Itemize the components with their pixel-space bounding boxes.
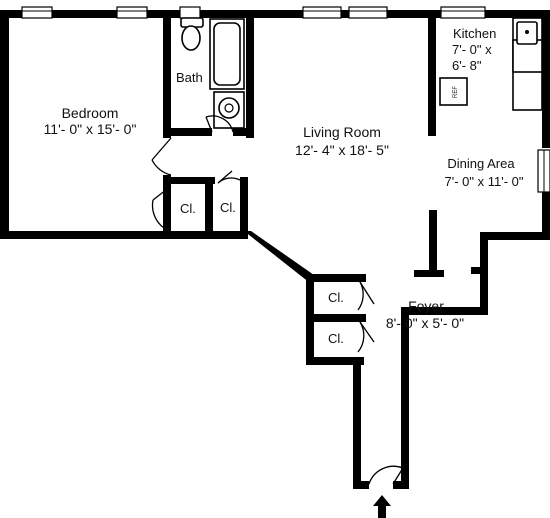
living-room-dimensions: 12'- 4" x 18'- 5" — [295, 142, 389, 158]
kitchen-dimensions-line1: 7'- 0" x — [452, 42, 492, 57]
kitchen-dimensions-line2: 6'- 8" — [452, 58, 482, 73]
toilet-icon — [180, 17, 204, 51]
bedroom-dimensions: 11'- 0" x 15'- 0" — [44, 121, 137, 137]
sink-icon — [213, 91, 245, 129]
foyer-label: Foyer — [408, 298, 444, 314]
closet-label: Cl. — [220, 200, 236, 215]
kitchen-label: Kitchen — [453, 26, 496, 41]
sink-icon — [516, 21, 538, 45]
window-icon — [21, 6, 550, 193]
walls — [0, 10, 550, 489]
dining-area-dimensions: 7'- 0" x 11'- 0" — [445, 174, 524, 189]
bathtub-icon — [209, 18, 245, 90]
living-room-label: Living Room — [303, 124, 381, 140]
closet-label: Cl. — [180, 201, 196, 216]
closet-label: Cl. — [328, 331, 344, 346]
closet-label: Cl. — [328, 290, 344, 305]
bath-label: Bath — [176, 70, 203, 85]
refrigerator-label: REF — [453, 86, 459, 98]
foyer-dimensions: 8'- 0" x 5'- 0" — [386, 315, 464, 331]
entrance-arrow-icon — [373, 495, 391, 518]
doors — [151, 115, 404, 485]
bedroom-label: Bedroom — [62, 105, 119, 121]
dining-area-label: Dining Area — [447, 156, 515, 171]
refrigerator-icon: REF — [439, 77, 468, 106]
